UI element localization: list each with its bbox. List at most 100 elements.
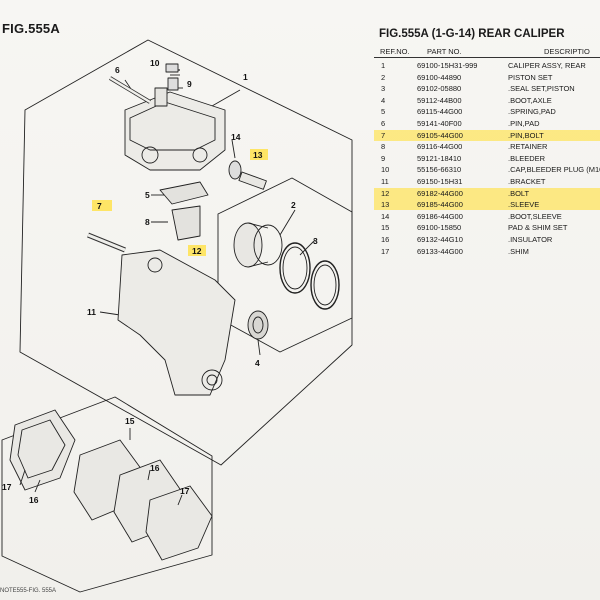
table-row: 2 69100-44890 PISTON SET <box>374 72 600 83</box>
description-cell: .SEAL SET,PISTON <box>508 84 575 94</box>
part-number-cell: 69116-44G00 <box>417 142 463 152</box>
diagram-label-16-left: 16 <box>29 495 39 505</box>
part-number-cell: 69133-44G00 <box>417 246 463 256</box>
diagram-label-14: 14 <box>231 132 241 142</box>
table-row: 5 69115-44G00 .SPRING,PAD <box>374 106 600 117</box>
col-header-part: PART NO. <box>427 47 462 56</box>
ref-cell: 5 <box>381 107 386 117</box>
table-row: 17 69133-44G00 .SHIM <box>374 246 600 257</box>
diagram-label-17-left: 17 <box>2 482 12 492</box>
description-cell: .BOOT,SLEEVE <box>508 211 562 221</box>
diagram-label-9: 9 <box>187 79 192 89</box>
ref-cell: 10 <box>381 165 390 175</box>
diagram-label-11: 11 <box>87 307 96 317</box>
part-number-cell: 69150-15H31 <box>417 177 463 186</box>
table-row: 14 69186-44G00 .BOOT,SLEEVE <box>374 211 600 222</box>
pad-set-frame <box>1 396 213 593</box>
description-cell: PAD & SHIM SET <box>508 223 568 233</box>
ref-cell: 14 <box>381 211 390 221</box>
table-row: 4 59112-44B00 .BOOT,AXLE <box>374 95 600 106</box>
diagram-label-13: 13 <box>253 150 263 160</box>
ref-cell: 16 <box>381 235 390 244</box>
header-divider <box>374 57 600 58</box>
diagram-label-17-right: 17 <box>180 486 190 496</box>
ref-cell: 17 <box>381 246 390 256</box>
diagram-label-6: 6 <box>115 65 120 75</box>
part-number-cell: 69186-44G00 <box>417 211 463 221</box>
description-cell: .SPRING,PAD <box>508 107 556 117</box>
table-row: 16 69132-44G10 .INSULATOR <box>374 234 600 245</box>
ref-cell: 12 <box>381 188 390 198</box>
figure-title-left: FIG.555A <box>2 21 60 36</box>
table-row: 15 69100-15850 PAD & SHIM SET <box>374 222 600 233</box>
part-number-cell: 69115-44G00 <box>417 107 463 117</box>
table-row: 7 69105-44G00 .PIN,BOLT <box>374 129 600 141</box>
col-header-ref: REF.NO. <box>380 47 410 56</box>
ref-cell: 3 <box>381 84 386 94</box>
assembly-frame <box>19 39 353 466</box>
description-cell: CALIPER ASSY, REAR <box>508 61 586 70</box>
part-number-cell: 69100-44890 <box>417 72 462 82</box>
diagram-label-5: 5 <box>145 190 150 200</box>
description-cell: .BOOT,AXLE <box>508 95 552 105</box>
ref-cell: 4 <box>381 95 386 105</box>
table-row: 3 69102-05880 .SEAL SET,PISTON <box>374 83 600 94</box>
part-number-cell: 69105-44G00 <box>417 130 463 140</box>
caliper-body <box>124 91 226 171</box>
footer-note: NOTE555-FIG. 555A <box>0 588 57 594</box>
diagram-label-4: 4 <box>255 358 260 368</box>
description-cell: .SLEEVE <box>508 200 540 210</box>
table-row: 10 55156-66310 .CAP,BLEEDER PLUG (M10 <box>374 164 600 175</box>
description-cell: .BLEEDER <box>508 153 546 163</box>
description-cell: .RETAINER <box>508 142 548 152</box>
diagram-label-10: 10 <box>150 58 160 68</box>
part-number-cell: 59121-18410 <box>417 153 462 163</box>
bracket <box>117 249 236 396</box>
diagram-label-12: 12 <box>192 246 202 256</box>
part-number-cell: 69182-44G00 <box>417 188 463 198</box>
part-number-cell: 69102-05880 <box>417 84 462 94</box>
ref-cell: 15 <box>381 223 390 233</box>
description-cell: .PIN,BOLT <box>508 130 544 140</box>
ref-cell: 7 <box>381 130 386 140</box>
part-number-cell: 69185-44G00 <box>417 200 463 210</box>
part-number-cell: 59112-44B00 <box>417 95 462 105</box>
ref-cell: 9 <box>381 153 386 163</box>
col-header-desc: DESCRIPTIO <box>544 47 590 56</box>
description-cell: .SHIM <box>508 246 529 256</box>
description-cell: .INSULATOR <box>508 235 553 244</box>
ref-cell: 13 <box>381 200 390 210</box>
description-cell: .BRACKET <box>508 177 546 186</box>
diagram-label-8: 8 <box>145 217 150 227</box>
part-number-cell: 55156-66310 <box>417 165 462 175</box>
diagram-label-1: 1 <box>243 72 248 82</box>
table-row: 11 69150-15H31 .BRACKET <box>374 176 600 187</box>
brake-pad-1 <box>9 409 76 491</box>
table-row: 13 69185-44G00 .SLEEVE <box>374 199 600 211</box>
brake-pad-4 <box>145 485 213 561</box>
part-number-cell: 69132-44G10 <box>417 235 463 244</box>
diagram-highlights <box>92 149 268 256</box>
table-row: 1 69100-15H31-999 CALIPER ASSY, REAR <box>374 60 600 71</box>
description-cell: PISTON SET <box>508 72 553 82</box>
part-number-cell: 69100-15H31-999 <box>417 61 478 70</box>
table-row: 9 59121-18410 .BLEEDER <box>374 153 600 164</box>
figure-title-right: FIG.555A (1-G-14) REAR CALIPER <box>379 28 565 40</box>
description-cell: .PIN,PAD <box>508 119 540 128</box>
description-cell: .CAP,BLEEDER PLUG (M10 <box>508 165 600 175</box>
diagram-label-7: 7 <box>97 201 102 211</box>
ref-cell: 11 <box>381 177 389 186</box>
part-number-cell: 69100-15850 <box>417 223 462 233</box>
ref-cell: 1 <box>381 61 386 70</box>
diagram-label-16-right: 16 <box>150 463 160 473</box>
diagram-label-15: 15 <box>125 416 135 426</box>
description-cell: .BOLT <box>508 188 530 198</box>
ref-cell: 2 <box>381 72 386 82</box>
part-number-cell: 59141-40F00 <box>417 119 462 128</box>
ref-cell: 6 <box>381 119 386 128</box>
table-row: 6 59141-40F00 .PIN,PAD <box>374 118 600 129</box>
ref-cell: 8 <box>381 142 386 152</box>
table-row: 8 69116-44G00 .RETAINER <box>374 141 600 152</box>
